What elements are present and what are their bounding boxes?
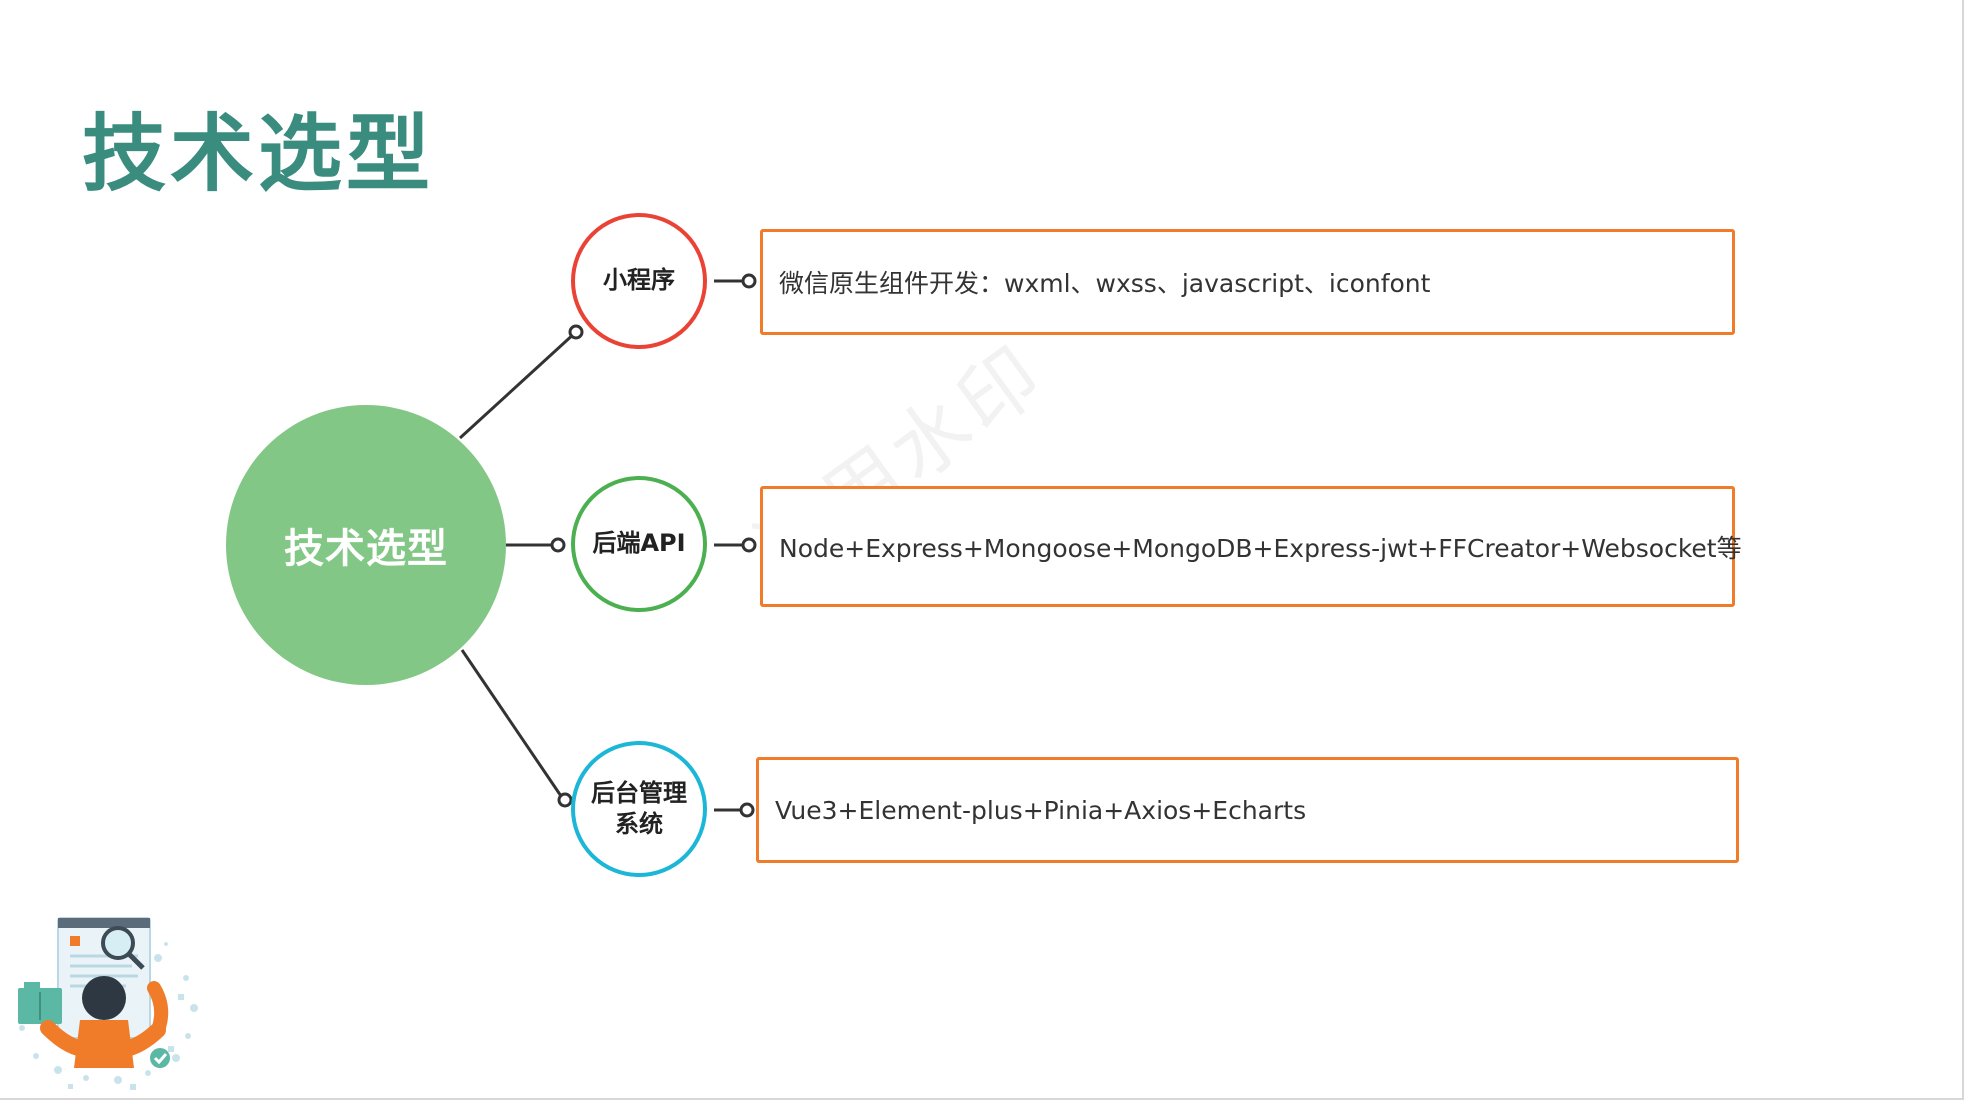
branch-label: 后端API [592, 529, 686, 558]
detail-text: Node+Express+Mongoose+MongoDB+Express-jw… [779, 533, 1742, 563]
connector-end-dot [557, 792, 573, 808]
branch-label-line-2: 系统 [615, 810, 663, 838]
branch-node-backend-api: 后端API [571, 476, 707, 612]
connector-end-dot [550, 537, 566, 553]
center-node: 技术选型 [226, 405, 506, 685]
page-title: 技术选型 [82, 105, 435, 203]
connector-end-dot [741, 537, 757, 553]
branch-label-line-1: 后台管理 [591, 778, 687, 807]
connector-end-dot [568, 324, 584, 340]
detail-box-backend-api: Node+Express+Mongoose+MongoDB+Express-jw… [760, 486, 1742, 607]
detail-text: Vue3+Element-plus+Pinia+Axios+Echarts [775, 795, 1307, 825]
connector-end-dot [739, 802, 755, 818]
branch-node-admin-system: 后台管理 系统 [571, 741, 707, 877]
detail-text: 微信原生组件开发：wxml、wxss、javascript、iconfont [779, 269, 1431, 298]
connector-end-dot [741, 273, 757, 289]
branch-label: 小程序 [603, 266, 675, 295]
branch-node-mini-program: 小程序 [571, 213, 707, 349]
detail-box-mini-program: 微信原生组件开发：wxml、wxss、javascript、iconfont [760, 229, 1735, 335]
person-with-magnifier-illustration [18, 917, 198, 1090]
detail-box-admin-system: Vue3+Element-plus+Pinia+Axios+Echarts [756, 757, 1739, 863]
connector-to-mini-program [458, 330, 578, 440]
connector-to-admin-system [460, 649, 565, 800]
center-node-label: 技术选型 [284, 526, 448, 572]
